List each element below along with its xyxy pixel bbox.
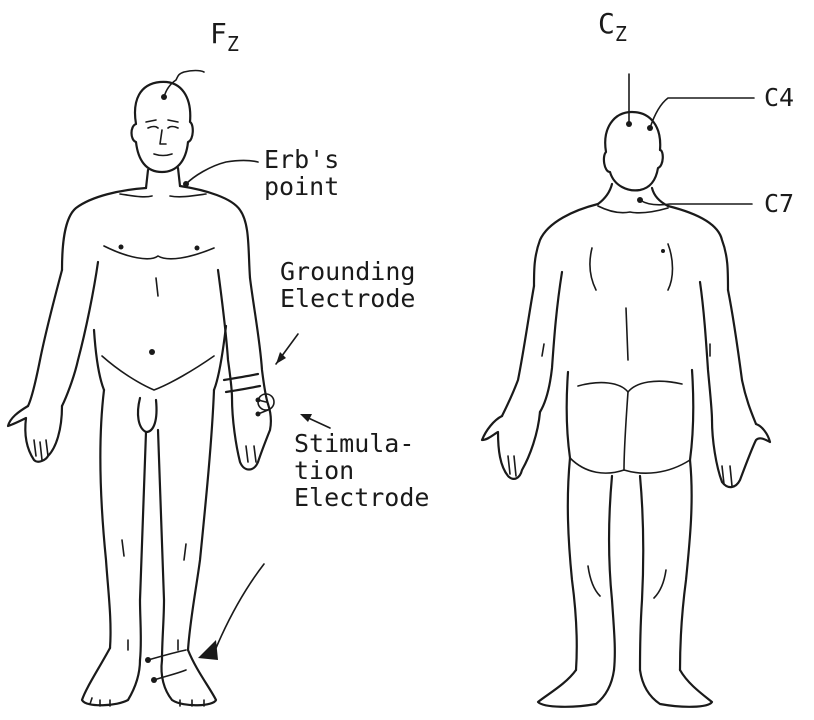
c7-electrode — [637, 197, 752, 205]
stim-label-line3: Electrode — [294, 484, 429, 511]
erbs-label-line2: point — [264, 173, 339, 200]
stimulation-arrow — [300, 414, 330, 428]
cz-label-sub: Z — [615, 22, 627, 46]
cz-electrode — [626, 74, 632, 127]
back-body-figure — [482, 112, 770, 707]
erbs-point-label: Erb's point — [264, 146, 339, 200]
grounding-arrow — [276, 334, 298, 364]
ankle-arrow — [198, 564, 264, 660]
erbs-point-electrode — [183, 161, 258, 188]
stim-label-line2: tion — [294, 457, 429, 484]
fz-label-sub: Z — [227, 32, 239, 56]
c4-electrode — [647, 98, 754, 131]
fz-label-main: F — [210, 17, 227, 50]
stim-label-line1: Stimula- — [294, 430, 429, 457]
c4-label: C4 — [764, 84, 794, 111]
grounding-electrode-label: Grounding Electrode — [280, 258, 415, 312]
fz-electrode — [161, 71, 204, 101]
stimulation-electrode-label: Stimula- tion Electrode — [294, 430, 429, 511]
c7-label: C7 — [764, 190, 794, 217]
fz-label: FZ — [210, 20, 239, 50]
erbs-label-line1: Erb's — [264, 146, 339, 173]
grounding-label-line2: Electrode — [280, 285, 415, 312]
cz-label: CZ — [598, 10, 627, 40]
grounding-label-line1: Grounding — [280, 258, 415, 285]
cz-label-main: C — [598, 7, 615, 40]
front-body-figure — [8, 82, 274, 706]
